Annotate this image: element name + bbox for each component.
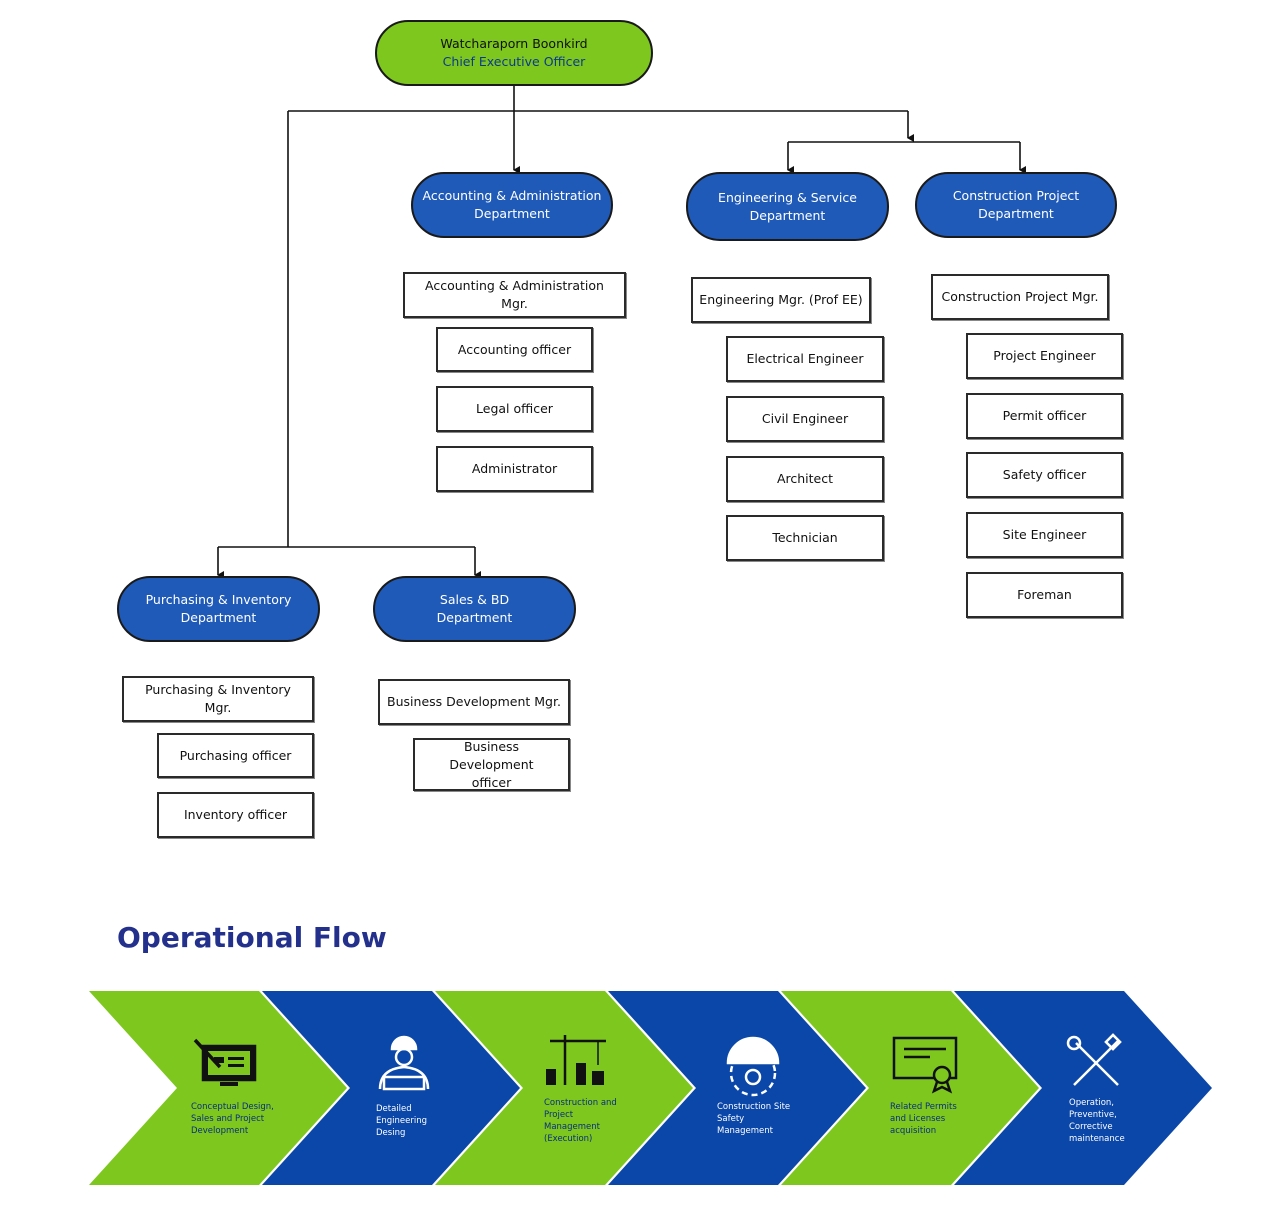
construction-role: Safety officer <box>966 452 1123 498</box>
purchasing-role-label: Inventory officer <box>183 807 288 822</box>
flow-step-label: Detailed Engineering Desing <box>376 1104 427 1138</box>
flow-step-label: Construction and Project Management (Exe… <box>544 1098 617 1144</box>
construction-role-label: Safety officer <box>1002 467 1087 482</box>
department-purchasing-label: Purchasing & Inventory Department <box>145 592 292 625</box>
flow-step-label: Operation, Preventive, Corrective mainte… <box>1069 1098 1125 1144</box>
flow-chevron-6 <box>954 991 1212 1185</box>
ceo-name: Watcharaporn Boonkird <box>440 36 588 51</box>
department-construction: Construction Project Department <box>915 172 1117 238</box>
accounting-role: Legal officer <box>436 386 593 432</box>
engineer-icon <box>378 1035 430 1091</box>
crane-icon <box>546 1035 606 1085</box>
flow-step-label: Construction Site Safety Management <box>717 1102 791 1136</box>
accounting-role: Administrator <box>436 446 593 492</box>
construction-manager: Construction Project Mgr. <box>931 274 1109 320</box>
department-engineering: Engineering & Service Department <box>686 172 889 241</box>
sales-manager: Business Development Mgr. <box>378 679 570 725</box>
construction-role-label: Site Engineer <box>1002 527 1087 542</box>
purchasing-role: Purchasing officer <box>157 733 314 778</box>
engineering-manager-label: Engineering Mgr. (Prof EE) <box>699 292 863 307</box>
org-connectors <box>217 86 1026 579</box>
sales-role-label: Business Development officer <box>449 738 534 790</box>
purchasing-role-label: Purchasing officer <box>179 747 292 763</box>
department-engineering-label: Engineering & Service Department <box>718 189 857 223</box>
sales-role: Business Development officer <box>413 738 570 791</box>
purchasing-role: Inventory officer <box>157 792 314 838</box>
accounting-role-label: Legal officer <box>476 401 553 416</box>
department-sales: Sales & BD Department <box>373 576 576 642</box>
tools-icon <box>1066 1033 1122 1086</box>
construction-role: Foreman <box>966 572 1123 618</box>
accounting-role-label: Administrator <box>471 461 558 476</box>
accounting-manager-label: Accounting & Administration Mgr. <box>425 278 604 311</box>
engineering-role: Electrical Engineer <box>726 336 884 382</box>
engineering-role-label: Technician <box>772 530 838 545</box>
construction-manager-label: Construction Project Mgr. <box>941 289 1099 304</box>
ceo-node: Watcharaporn Boonkird Chief Executive Of… <box>375 20 653 86</box>
engineering-manager: Engineering Mgr. (Prof EE) <box>691 277 871 323</box>
engineering-role-label: Architect <box>776 471 834 486</box>
flow-chevron-1 <box>89 991 347 1185</box>
department-construction-label: Construction Project Department <box>952 188 1080 221</box>
purchasing-manager: Purchasing & Inventory Mgr. <box>122 676 314 722</box>
engineering-role: Civil Engineer <box>726 396 884 442</box>
safety-helmet-gear-icon <box>726 1036 780 1097</box>
accounting-role-label: Accounting officer <box>457 341 572 357</box>
flow-chevron-3 <box>435 991 693 1185</box>
sales-manager-label: Business Development Mgr. <box>387 694 561 709</box>
design-monitor-icon <box>193 1038 257 1086</box>
department-purchasing: Purchasing & Inventory Department <box>117 576 320 642</box>
purchasing-manager-label: Purchasing & Inventory Mgr. <box>145 682 291 715</box>
flow-title: Operational Flow <box>117 921 387 954</box>
engineering-role: Architect <box>726 456 884 502</box>
construction-role-label: Permit officer <box>1002 408 1087 423</box>
department-accounting-label: Accounting & Administration Department <box>422 188 602 221</box>
construction-role: Site Engineer <box>966 512 1123 558</box>
flow-step-label: Conceptual Design, Sales and Project Dev… <box>191 1102 274 1136</box>
flow-step-label: Related Permits and Licenses acquisition <box>890 1102 957 1136</box>
certificate-icon <box>892 1036 958 1094</box>
construction-role-label: Project Engineer <box>993 348 1096 363</box>
engineering-role: Technician <box>726 515 884 561</box>
engineering-role-label: Civil Engineer <box>761 411 849 426</box>
department-accounting: Accounting & Administration Department <box>411 172 613 238</box>
construction-role: Permit officer <box>966 393 1123 439</box>
construction-role-label: Foreman <box>1017 587 1072 602</box>
engineering-role-label: Electrical Engineer <box>746 351 864 366</box>
ceo-title: Chief Executive Officer <box>442 54 586 69</box>
accounting-role: Accounting officer <box>436 327 593 372</box>
accounting-manager: Accounting & Administration Mgr. <box>403 272 626 318</box>
department-sales-label: Sales & BD Department <box>436 592 513 625</box>
operational-flow <box>89 991 1212 1185</box>
construction-role: Project Engineer <box>966 333 1123 379</box>
flow-chevron-5 <box>781 991 1039 1185</box>
